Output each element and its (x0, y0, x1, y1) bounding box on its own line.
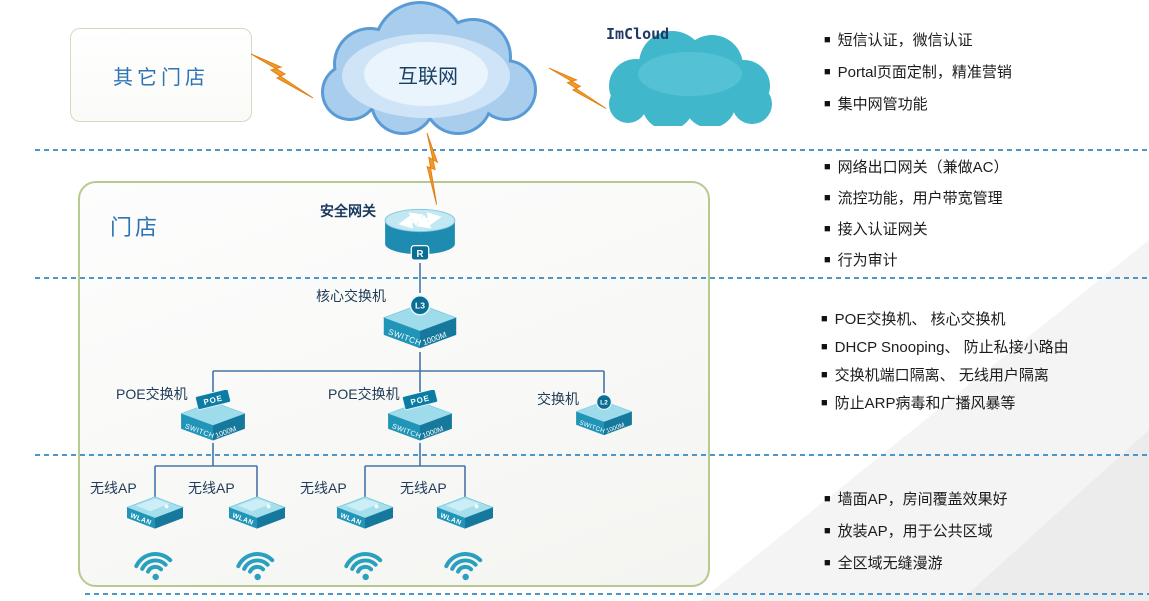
imcloud-cloud-icon (609, 31, 772, 126)
gateway-label: 安全网关 (320, 203, 376, 219)
feature-text: 全区域无缝漫游 (837, 555, 943, 572)
feature-group-ap: ■ 墙面AP，房间覆盖效果好 ■ 放装AP，用于公共区域 ■ 全区域无缝漫游 (824, 490, 1008, 573)
wifi-signal-icon (344, 552, 383, 581)
ap-label: 无线AP (90, 480, 137, 496)
bullet-icon: ■ (824, 254, 831, 266)
feature-group-switch: ■ POE交换机、 核心交换机 ■ DHCP Snooping、 防止私接小路由 ■… (821, 310, 1069, 413)
feature-item: ■ DHCP Snooping、 防止私接小路由 (821, 338, 1069, 357)
feature-item: ■ Portal页面定制，精准营销 (824, 63, 1012, 82)
ap-label: 无线AP (300, 480, 347, 496)
bullet-icon: ■ (824, 223, 831, 235)
bullet-icon: ■ (824, 66, 831, 78)
bullet-icon: ■ (824, 557, 831, 569)
l2-badge: L2 (600, 400, 608, 407)
other-store-box: 其它门店 (70, 28, 252, 122)
feature-group-cloud: ■ 短信认证，微信认证 ■ Portal页面定制，精准营销 ■ 集中网管功能 (824, 31, 1012, 114)
separator-line (35, 454, 1149, 456)
store-label: 门店 (110, 215, 161, 240)
bullet-icon: ■ (824, 192, 831, 204)
wireless-ap-icon: WLAN (126, 496, 184, 529)
core-switch-icon: SWITCH 1000M L3 (382, 295, 458, 349)
ap-label: 无线AP (400, 480, 447, 496)
feature-text: 流控功能，用户带宽管理 (837, 190, 1003, 207)
router-icon: R (384, 208, 456, 261)
feature-item: ■ 交换机端口隔离、 无线用户隔离 (821, 366, 1069, 385)
feature-item: ■ 行为审计 (824, 251, 1009, 270)
feature-text: 短信认证，微信认证 (837, 32, 973, 49)
feature-text: DHCP Snooping、 防止私接小路由 (834, 339, 1069, 356)
feature-item: ■ 墙面AP，房间覆盖效果好 (824, 490, 1008, 509)
l2-switch-icon: SWITCH 1000M L2 (575, 394, 633, 435)
feature-text: 放装AP，用于公共区域 (837, 523, 993, 540)
router-badge: R (417, 249, 424, 260)
wifi-signal-icon (134, 552, 173, 581)
bullet-icon: ■ (821, 341, 828, 353)
feature-text: Portal页面定制，精准营销 (837, 64, 1012, 81)
bullet-icon: ■ (824, 493, 831, 505)
feature-item: ■ 流控功能，用户带宽管理 (824, 189, 1009, 208)
poe-switch-icon: SWITCH 1000M POE (387, 390, 453, 441)
internet-label: 互联网 (398, 66, 458, 88)
feature-text: POE交换机、 核心交换机 (834, 311, 1006, 328)
wireless-ap-icon: WLAN (336, 496, 394, 529)
wifi-signal-icon (444, 552, 483, 581)
poe-switch-label: POE交换机 (116, 386, 188, 402)
l3-badge: L3 (415, 301, 425, 311)
wifi-signal-icon (236, 552, 275, 581)
l2-switch-label: 交换机 (537, 391, 579, 407)
ap-label: 无线AP (188, 480, 235, 496)
feature-item: ■ 网络出口网关（兼做AC） (824, 158, 1009, 177)
feature-item: ■ 全区域无缝漫游 (824, 554, 1008, 573)
wireless-ap-icon: WLAN (436, 496, 494, 529)
feature-item: ■ 放装AP，用于公共区域 (824, 522, 1008, 541)
feature-text: 网络出口网关（兼做AC） (837, 159, 1009, 176)
bullet-icon: ■ (824, 98, 831, 110)
internet-cloud-icon (321, 1, 537, 135)
feature-group-gateway: ■ 网络出口网关（兼做AC） ■ 流控功能，用户带宽管理 ■ 接入认证网关 ■ 行为审计 (824, 158, 1009, 270)
feature-text: 交换机端口隔离、 无线用户隔离 (834, 367, 1049, 384)
feature-text: 集中网管功能 (837, 96, 928, 113)
separator-line (35, 149, 1149, 151)
poe-switch-label: POE交换机 (328, 386, 400, 402)
feature-item: ■ 防止ARP病毒和广播风暴等 (821, 394, 1069, 413)
feature-item: ■ POE交换机、 核心交换机 (821, 310, 1069, 329)
bullet-icon: ■ (824, 34, 831, 46)
imcloud-label: ImCloud (606, 25, 670, 43)
bullet-icon: ■ (821, 397, 828, 409)
bullet-icon: ■ (824, 525, 831, 537)
feature-text: 防止ARP病毒和广播风暴等 (834, 395, 1016, 412)
other-store-label: 其它门店 (113, 66, 209, 89)
feature-text: 接入认证网关 (837, 221, 928, 238)
feature-text: 墙面AP，房间覆盖效果好 (837, 491, 1008, 508)
wireless-ap-icon: WLAN (228, 496, 286, 529)
core-switch-label: 核心交换机 (316, 288, 386, 304)
feature-text: 行为审计 (837, 252, 898, 269)
poe-switch-icon: SWITCH 1000M POE (180, 390, 246, 441)
separator-line (85, 593, 1149, 595)
feature-item: ■ 短信认证，微信认证 (824, 31, 1012, 50)
bullet-icon: ■ (824, 161, 831, 173)
feature-item: ■ 集中网管功能 (824, 95, 1012, 114)
feature-item: ■ 接入认证网关 (824, 220, 1009, 239)
bullet-icon: ■ (821, 313, 828, 325)
bullet-icon: ■ (821, 369, 828, 381)
separator-line (35, 277, 1149, 279)
